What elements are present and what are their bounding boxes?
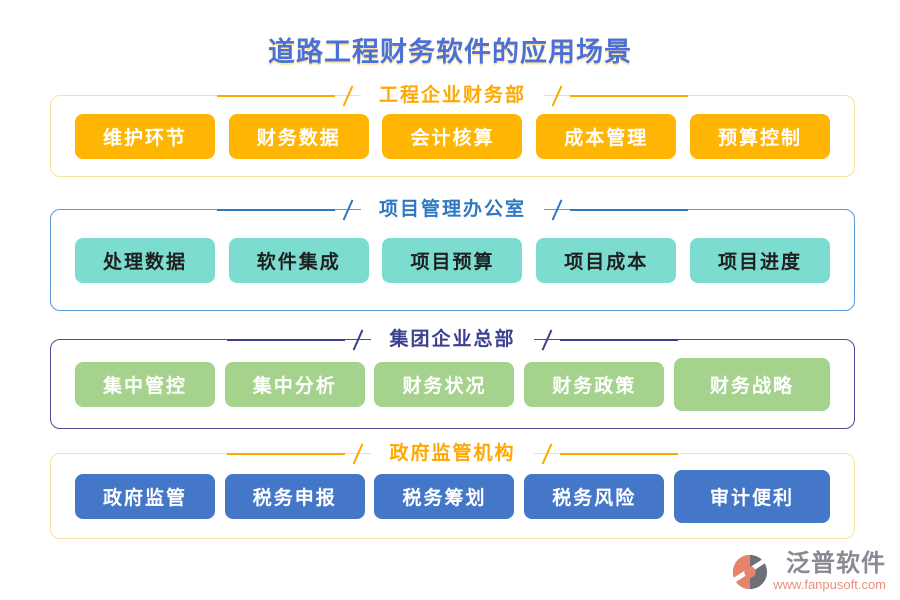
item-chip: 软件集成 [228, 237, 369, 283]
header-slash-left [353, 329, 364, 351]
section-title: 项目管理办公室 [360, 197, 544, 223]
header-slash-right [551, 85, 563, 107]
fanpu-logo-icon [732, 554, 768, 590]
header-line-left [216, 209, 335, 211]
item-chip: 项目成本 [536, 237, 677, 283]
brand-website: www.fanpusoft.com [773, 577, 886, 592]
header-line-left [227, 339, 346, 341]
item-chip: 财务数据 [228, 113, 369, 159]
item-chip: 税务申报 [224, 473, 365, 519]
brand-name: 泛普软件 [786, 551, 886, 577]
section-finance-department: 工程企业财务部 维护环节 财务数据 会计核算 成本管理 预算控制 [50, 83, 855, 177]
button-row: 处理数据 软件集成 项目预算 项目成本 项目进度 [51, 237, 854, 283]
item-chip: 税务筹划 [374, 473, 515, 519]
section-project-management-office: 项目管理办公室 处理数据 软件集成 项目预算 项目成本 项目进度 [50, 197, 855, 311]
header-slash-right [551, 199, 563, 221]
header-line-left [216, 95, 335, 97]
section-title: 集团企业总部 [371, 327, 534, 353]
item-chip: 集中管控 [75, 361, 216, 407]
section-header: 项目管理办公室 [51, 197, 854, 223]
section-header: 工程企业财务部 [51, 83, 854, 109]
section-government-regulator: 政府监管机构 政府监管 税务申报 税务筹划 税务风险 审计便利 [50, 441, 855, 539]
item-chip: 财务战略 [673, 357, 830, 411]
section-title: 工程企业财务部 [360, 83, 544, 109]
item-chip: 政府监管 [75, 473, 216, 519]
section-header: 集团企业总部 [51, 327, 854, 353]
brand-text-block: 泛普软件 www.fanpusoft.com [773, 551, 886, 592]
section-title: 政府监管机构 [371, 441, 534, 467]
button-row: 政府监管 税务申报 税务筹划 税务风险 审计便利 [51, 469, 854, 523]
section-header: 政府监管机构 [51, 441, 854, 467]
section-group-headquarters: 集团企业总部 集中管控 集中分析 财务状况 财务政策 财务战略 [50, 327, 855, 429]
header-line-right [559, 453, 678, 455]
header-slash-right [541, 329, 552, 351]
item-chip: 项目预算 [382, 237, 523, 283]
header-line-right [570, 95, 688, 97]
header-line-right [570, 209, 688, 211]
item-chip: 维护环节 [75, 113, 216, 159]
item-chip: 项目进度 [689, 237, 830, 283]
brand-footer: 泛普软件 www.fanpusoft.com [731, 551, 886, 592]
item-chip: 财务政策 [524, 361, 665, 407]
item-chip: 税务风险 [524, 473, 665, 519]
item-chip: 财务状况 [374, 361, 515, 407]
header-slash-left [342, 199, 354, 221]
item-chip: 集中分析 [224, 361, 365, 407]
item-chip: 审计便利 [673, 469, 830, 523]
header-line-left [227, 453, 346, 455]
button-row: 维护环节 财务数据 会计核算 成本管理 预算控制 [51, 113, 854, 159]
button-row: 集中管控 集中分析 财务状况 财务政策 财务战略 [51, 357, 854, 411]
header-line-right [559, 339, 678, 341]
page-title: 道路工程财务软件的应用场景 [268, 37, 632, 67]
header-slash-left [342, 85, 354, 107]
item-chip: 成本管理 [536, 113, 677, 159]
item-chip: 处理数据 [75, 237, 216, 283]
header-slash-right [541, 443, 552, 465]
item-chip: 预算控制 [689, 113, 830, 159]
header-slash-left [353, 443, 364, 465]
item-chip: 会计核算 [382, 113, 523, 159]
